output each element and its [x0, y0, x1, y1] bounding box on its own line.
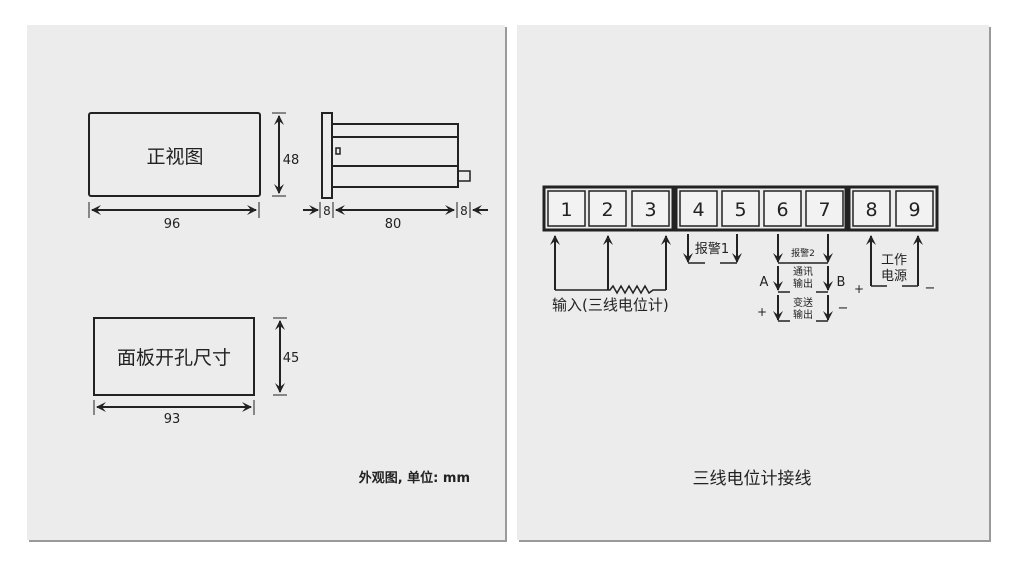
wiring-panel — [517, 25, 989, 540]
power-plus: + — [854, 282, 864, 296]
terminal-6-number: 6 — [776, 199, 788, 221]
dimensions-panel — [27, 25, 505, 540]
transmit-output-line1: 变送 — [793, 296, 813, 309]
comm-a-label: A — [760, 275, 769, 290]
terminal-3-number: 3 — [644, 199, 656, 221]
cutout-label: 面板开孔尺寸 — [117, 347, 231, 369]
terminal-8-box — [852, 190, 891, 227]
dimensions-caption: 外观图, 单位: mm — [358, 470, 470, 486]
wiring-caption: 三线电位计接线 — [693, 469, 812, 489]
terminal-8-number: 8 — [865, 199, 877, 221]
terminal-9-box — [895, 190, 934, 227]
terminal-1-box — [547, 190, 586, 227]
comm-output-line2: 输出 — [793, 277, 813, 290]
terminal-2-box — [588, 190, 627, 227]
terminal-6-box — [763, 190, 802, 227]
terminal-7-box — [805, 190, 844, 227]
side-plate-value: 8 — [323, 204, 331, 218]
front-view-outline — [88, 112, 261, 197]
comm-b-label: B — [837, 275, 846, 290]
side-depth-value: 80 — [385, 217, 402, 232]
input-label: 输入(三线电位计) — [552, 296, 669, 314]
front-width-value: 96 — [164, 217, 181, 232]
front-height-value: 48 — [283, 153, 300, 168]
transmit-output-line2: 输出 — [793, 308, 813, 321]
side-view-plate — [321, 112, 333, 199]
terminal-9-number: 9 — [908, 199, 920, 221]
terminal-4-number: 4 — [692, 199, 704, 221]
side-rear-value: 8 — [460, 204, 468, 218]
terminal-3-box — [631, 190, 670, 227]
cutout-width-value: 93 — [164, 412, 181, 427]
alarm2-label: 报警2 — [791, 247, 815, 259]
potentiometer-symbol — [555, 284, 666, 295]
power-line2: 电源 — [881, 269, 907, 284]
terminal-2-number: 2 — [601, 199, 613, 221]
cutout-outline — [93, 317, 255, 396]
terminal-1-number: 1 — [560, 199, 572, 221]
terminal-4-box — [679, 190, 718, 227]
terminal-7-number: 7 — [818, 199, 830, 221]
transmit-minus: − — [838, 301, 849, 316]
front-view-label: 正视图 — [146, 146, 203, 168]
side-view-body — [331, 123, 459, 188]
power-line1: 工作 — [881, 253, 907, 268]
terminal-5-number: 5 — [734, 199, 746, 221]
transmit-plus: + — [757, 305, 767, 319]
comm-output-line1: 通讯 — [793, 266, 813, 278]
power-minus: − — [925, 281, 936, 296]
alarm1-label: 报警1 — [695, 241, 729, 257]
terminal-5-box — [721, 190, 760, 227]
cutout-height-value: 45 — [283, 351, 300, 366]
